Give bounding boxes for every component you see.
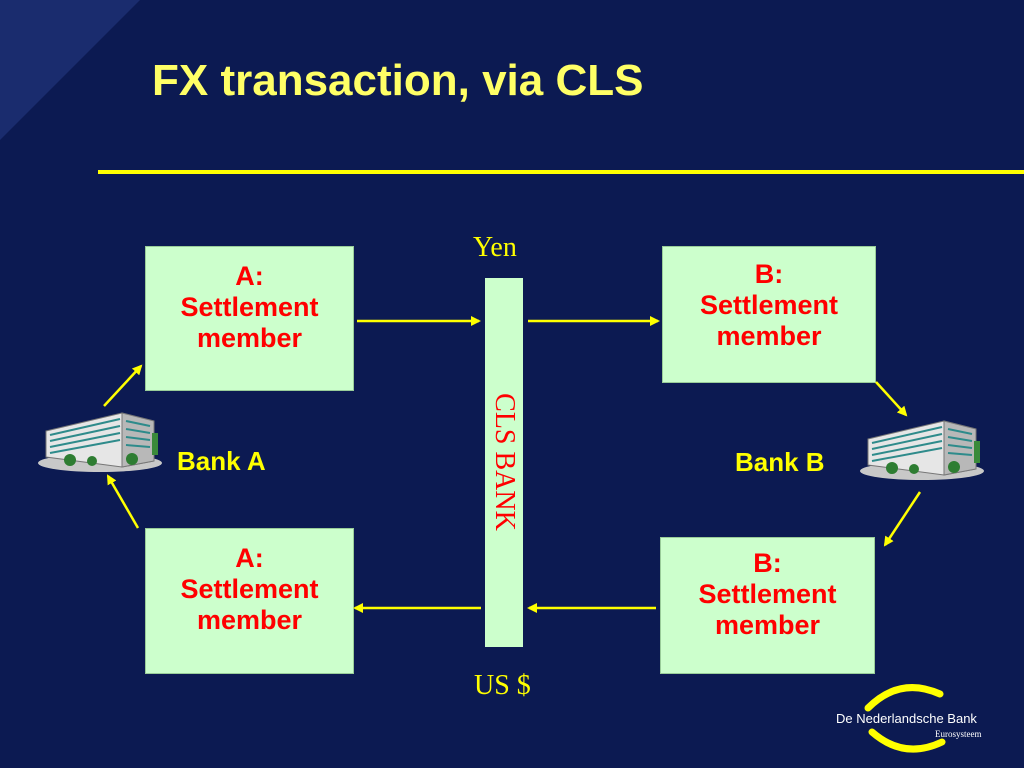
box-a-bottom-line1: A: [235, 543, 264, 573]
logo-subtitle: Eurosysteem [935, 729, 982, 739]
arrow-bank-a-to-box-bottom [106, 474, 140, 529]
box-b-top-line1: B: [754, 259, 784, 289]
box-a-bottom-line2: Settlement [180, 574, 319, 604]
bank-a-building-icon [37, 412, 163, 473]
arrow-bank-a-to-box-top [103, 364, 143, 407]
box-a-top-line1: A: [235, 261, 264, 291]
bank-b-building-icon [859, 420, 985, 481]
currency-top-label: Yen [473, 232, 517, 263]
arrow-box-top-to-bank-b [875, 381, 908, 417]
title-underline [98, 170, 1024, 174]
box-b-top-line2: Settlement [699, 290, 839, 320]
arrow-bank-b-to-box-bottom [883, 491, 922, 547]
currency-bottom-label: US $ [474, 670, 531, 701]
bank-b-label: Bank B [735, 447, 825, 477]
box-b-bottom-line1: B: [753, 548, 782, 578]
box-a-top-line3: member [196, 323, 303, 353]
box-b-top-line3: member [716, 321, 822, 351]
box-a-top-line2: Settlement [180, 292, 319, 322]
logo-name: De Nederlandsche Bank [836, 711, 977, 726]
cls-bank-bar [485, 278, 523, 647]
box-a-top: A: Settlement member [145, 246, 354, 391]
box-b-bottom-line3: member [714, 610, 821, 640]
bank-a-label: Bank A [177, 446, 266, 476]
corner-decoration [0, 0, 140, 140]
box-b-bottom-line2: Settlement [698, 579, 837, 609]
box-b-bottom: B: Settlement member [660, 537, 875, 674]
box-b-top: B: Settlement member [662, 246, 876, 383]
box-a-bottom-line3: member [196, 605, 303, 635]
slide-title: FX transaction, via CLS [152, 56, 644, 105]
box-a-bottom: A: Settlement member [145, 528, 354, 674]
